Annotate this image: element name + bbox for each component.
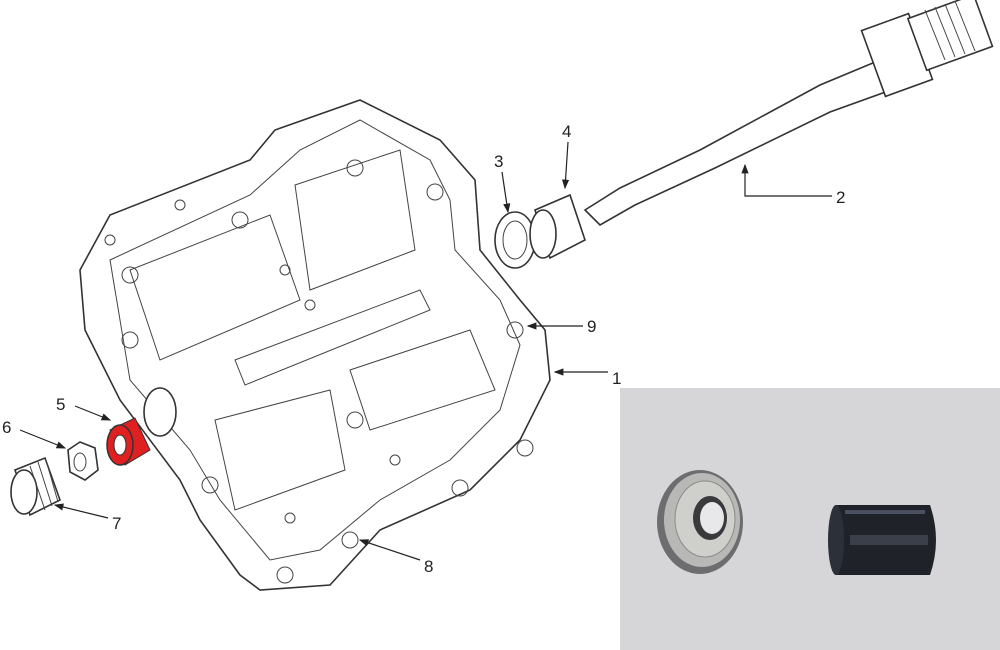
spindle — [583, 0, 994, 226]
part-5-bearing-highlighted — [106, 417, 151, 466]
part-6-nut — [67, 441, 99, 481]
part-3-threaded-bushing — [494, 211, 536, 269]
pedal-body — [79, 99, 551, 591]
callout-6: 6 — [2, 418, 67, 449]
callout-8: 8 — [358, 539, 433, 576]
callout-7: 7 — [53, 503, 121, 533]
callout-9: 9 — [526, 317, 596, 336]
callout-label-9: 9 — [587, 317, 596, 336]
bearing-photo-front — [657, 470, 743, 574]
callout-1: 1 — [553, 368, 621, 388]
callout-label-6: 6 — [2, 418, 11, 437]
callout-5: 5 — [56, 395, 112, 421]
part-4-sleeve — [529, 193, 586, 260]
callout-label-2: 2 — [836, 188, 845, 207]
callout-4: 4 — [561, 122, 571, 190]
callout-2: 2 — [741, 163, 845, 207]
part-7-end-cap — [10, 456, 61, 517]
callout-3: 3 — [494, 152, 511, 214]
callout-label-1: 1 — [612, 369, 621, 388]
callout-label-3: 3 — [494, 152, 503, 171]
callout-label-4: 4 — [562, 122, 571, 141]
callout-label-5: 5 — [56, 395, 65, 414]
callout-label-8: 8 — [424, 557, 433, 576]
callout-label-7: 7 — [112, 514, 121, 533]
bearing-photo-inset — [620, 388, 1000, 650]
bearing-photo-side — [828, 505, 936, 575]
